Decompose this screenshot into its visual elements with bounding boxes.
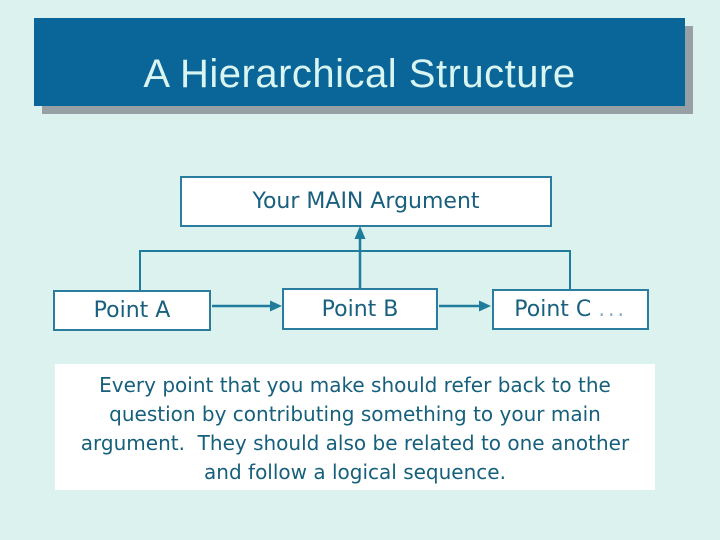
point-b-label: Point B — [321, 296, 399, 322]
point-a-label: Point A — [93, 298, 171, 323]
note-line: Every point that you make should refer b… — [99, 373, 611, 397]
arrow-a-to-b-head-icon — [270, 300, 282, 312]
arrow-b-to-c-head-icon — [479, 300, 491, 312]
main-argument-label: Your MAIN Argument — [252, 189, 480, 214]
note-line: and follow a logical sequence. — [204, 460, 506, 484]
bracket-connector-line — [139, 250, 571, 290]
point-c-label: Point C — [514, 297, 592, 322]
up-arrow-head-icon — [354, 226, 366, 239]
slide-title: A Hierarchical Structure — [143, 52, 576, 96]
point-c-ellipsis: ... — [598, 297, 627, 322]
main-argument-box: Your MAIN Argument — [180, 176, 552, 227]
point-a-box: Point A — [53, 290, 211, 331]
point-c-box: Point C ... — [492, 289, 649, 330]
point-b-box: Point B — [282, 288, 438, 330]
note-line: question by contributing something to yo… — [109, 402, 601, 426]
title-bar: A Hierarchical Structure — [34, 18, 685, 106]
note-line: argument. They should also be related to… — [80, 431, 630, 455]
note-box: Every point that you make should refer b… — [55, 364, 655, 490]
